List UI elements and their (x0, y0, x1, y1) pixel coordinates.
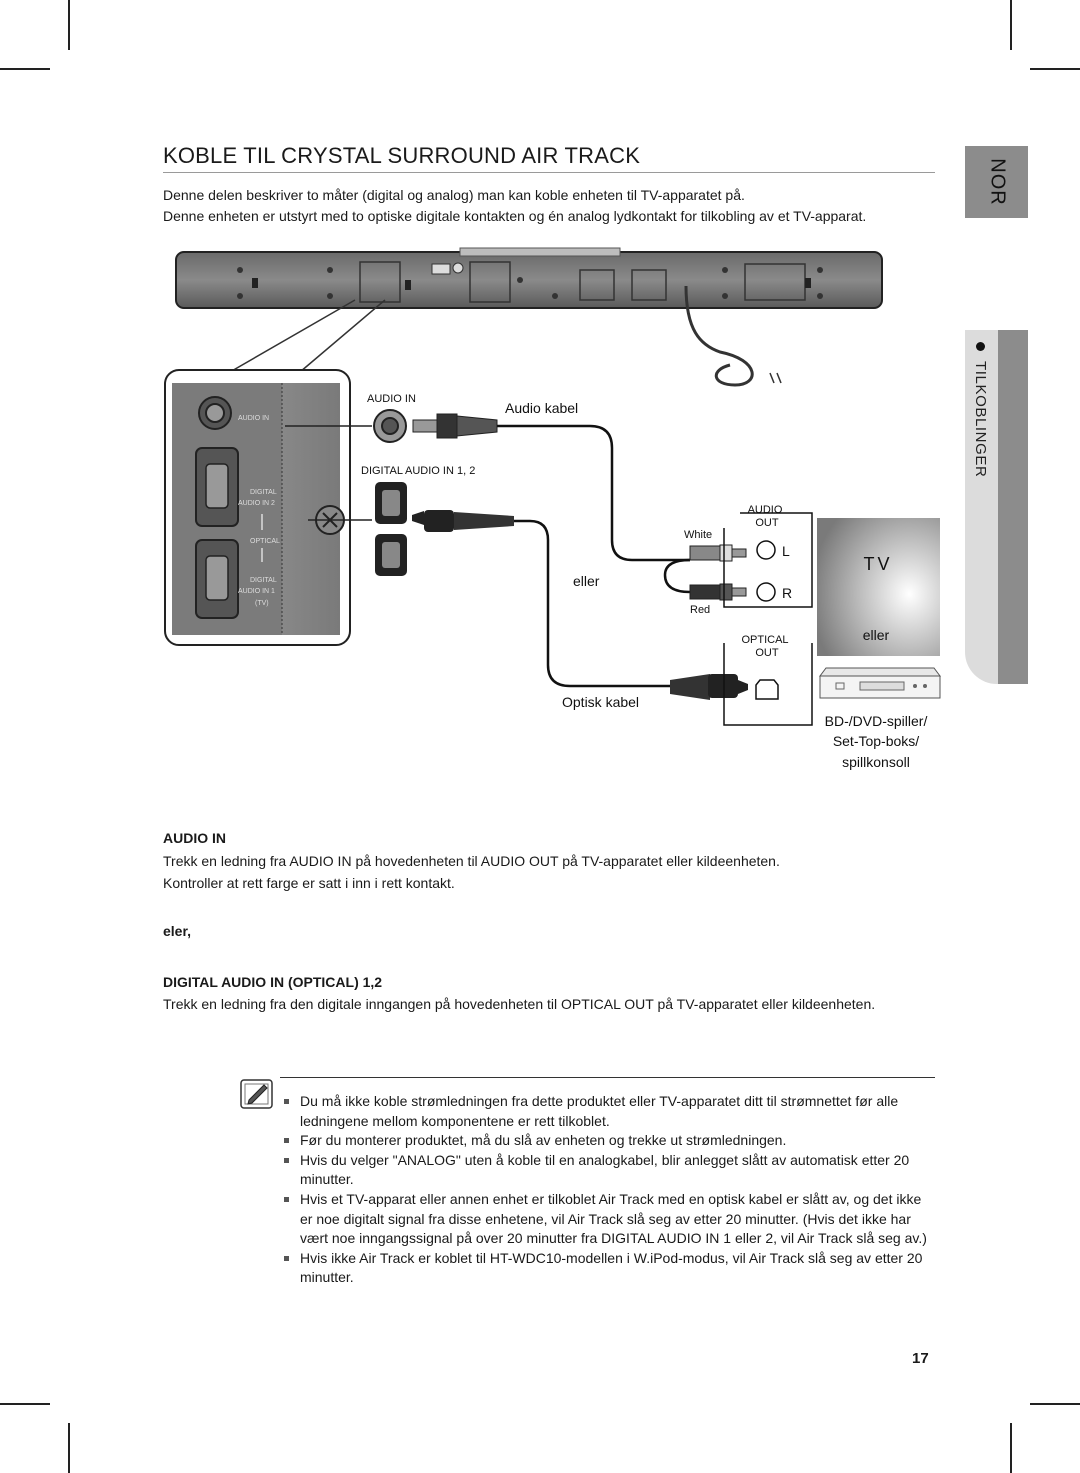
tv-screen: TV eller (817, 518, 940, 656)
note-bullet-icon (284, 1099, 289, 1104)
note-bullet-icon (284, 1157, 289, 1163)
intro-line-1: Denne delen beskriver to måter (digital … (163, 187, 745, 203)
optical-out-jack (755, 679, 779, 700)
zoom-audio-in-1-label: AUDIO IN 1 (238, 588, 275, 595)
device-label-2: Set-Top-boks/ (833, 733, 919, 749)
audio-cable-label: Audio kabel (505, 400, 578, 416)
note-pencil-icon (240, 1079, 273, 1109)
note-bullet-icon (284, 1138, 289, 1144)
dvd-player-icon (819, 667, 941, 699)
zoom-audio-in-label: AUDIO IN (238, 415, 269, 422)
zoom-optical-label: OPTICAL (250, 538, 280, 545)
notes-divider (280, 1077, 935, 1078)
audio-in-jack-label: AUDIO IN (367, 393, 416, 405)
connection-diagram: AUDIO IN DIGITAL AUDIO IN 2 OPTICAL DIGI… (164, 247, 941, 770)
section-tab-label: TILKOBLINGER (972, 361, 989, 478)
audio-in-line-1: Trekk en ledning fra AUDIO IN på hoveden… (163, 853, 780, 869)
section-tab (965, 330, 1028, 684)
crop-mark (0, 1403, 50, 1405)
zoom-panel: AUDIO IN DIGITAL AUDIO IN 2 OPTICAL DIGI… (164, 369, 351, 646)
device-label-1: BD-/DVD-spiller/ (825, 713, 928, 729)
note-item: Hvis ikke Air Track er koblet til HT-WDC… (284, 1249, 936, 1288)
audio-cable (412, 413, 747, 601)
notes-list: Du må ikke koble strømledningen fra dett… (284, 1092, 936, 1288)
note-item: Du må ikke koble strømledningen fra dett… (284, 1092, 936, 1131)
audio-out-right-jack (756, 582, 776, 602)
power-cord (684, 285, 754, 387)
page-title: KOBLE TIL CRYSTAL SURROUND AIR TRACK (163, 143, 641, 168)
red-plug-label: Red (690, 604, 710, 616)
zoom-audio-in-2-label: AUDIO IN 2 (238, 500, 275, 507)
note-text: Hvis du velger "ANALOG" uten å koble til… (300, 1151, 910, 1188)
crop-mark (68, 0, 70, 50)
note-bullet-icon (284, 1255, 289, 1261)
audio-out-label-2: OUT (755, 517, 779, 529)
audio-out-panel: AUDIO OUT L R (723, 504, 813, 608)
digital-text: Trekk en ledning fra den digitale inngan… (163, 996, 876, 1012)
optical-cable (412, 510, 748, 700)
or-label: eller (573, 573, 600, 589)
or-heading: eler, (163, 923, 192, 939)
page-number: 17 (912, 1350, 929, 1367)
crop-mark (68, 1423, 70, 1473)
optical-cable-label: Optisk kabel (562, 694, 639, 710)
title-divider (163, 172, 935, 173)
bullet-dot-icon (975, 342, 985, 351)
optical-out-label-2: OUT (755, 647, 779, 659)
language-tab: NOR (965, 146, 1028, 218)
optical-out-label-1: OPTICAL (741, 634, 788, 646)
note-text: Du må ikke koble strømledningen fra dett… (300, 1093, 899, 1129)
digital-audio-in-label: DIGITAL AUDIO IN 1, 2 (361, 465, 475, 477)
audio-in-line-2: Kontroller at rett farge er satt i inn i… (163, 875, 455, 891)
crop-mark (1010, 1423, 1012, 1473)
crop-mark (1030, 68, 1080, 70)
left-channel-label: L (782, 543, 790, 559)
note-item: Hvis et TV-apparat eller annen enhet er … (284, 1190, 936, 1249)
optical-out-panel: OPTICAL OUT (723, 634, 813, 726)
zoom-lines (229, 299, 386, 373)
crop-mark (1030, 1403, 1080, 1405)
zoom-digital-label-1: DIGITAL (250, 577, 277, 584)
section-tab-label-wrap: TILKOBLINGER (972, 342, 989, 477)
audio-in-heading: AUDIO IN (163, 830, 226, 846)
intro-line-2: Denne enheten er utstyrt med to optiske … (163, 208, 867, 224)
note-text: Før du monterer produktet, må du slå av … (300, 1132, 787, 1149)
tv-label: TV (863, 554, 892, 574)
note-item: Før du monterer produktet, må du slå av … (284, 1131, 936, 1151)
tv-or-label: eller (863, 627, 890, 643)
audio-out-left-jack (756, 540, 776, 560)
zoom-digital-label-2: DIGITAL (250, 489, 277, 496)
section-tab-strip (998, 330, 1028, 684)
note-text: Hvis et TV-apparat eller annen enhet er … (300, 1190, 927, 1247)
crop-mark (0, 68, 50, 70)
crop-mark (1010, 0, 1012, 50)
white-plug-label: White (684, 529, 712, 541)
note-item: Hvis du velger "ANALOG" uten å koble til… (284, 1151, 936, 1190)
audio-out-label-1: AUDIO (748, 504, 783, 516)
right-channel-label: R (782, 585, 792, 601)
soundbar (175, 247, 883, 309)
zoom-tv-label: (TV) (255, 600, 269, 607)
note-bullet-icon (284, 1196, 289, 1202)
device-label-3: spillkonsoll (842, 754, 910, 770)
note-text: Hvis ikke Air Track er koblet til HT-WDC… (300, 1249, 923, 1286)
digital-heading: DIGITAL AUDIO IN (OPTICAL) 1,2 (163, 974, 383, 990)
